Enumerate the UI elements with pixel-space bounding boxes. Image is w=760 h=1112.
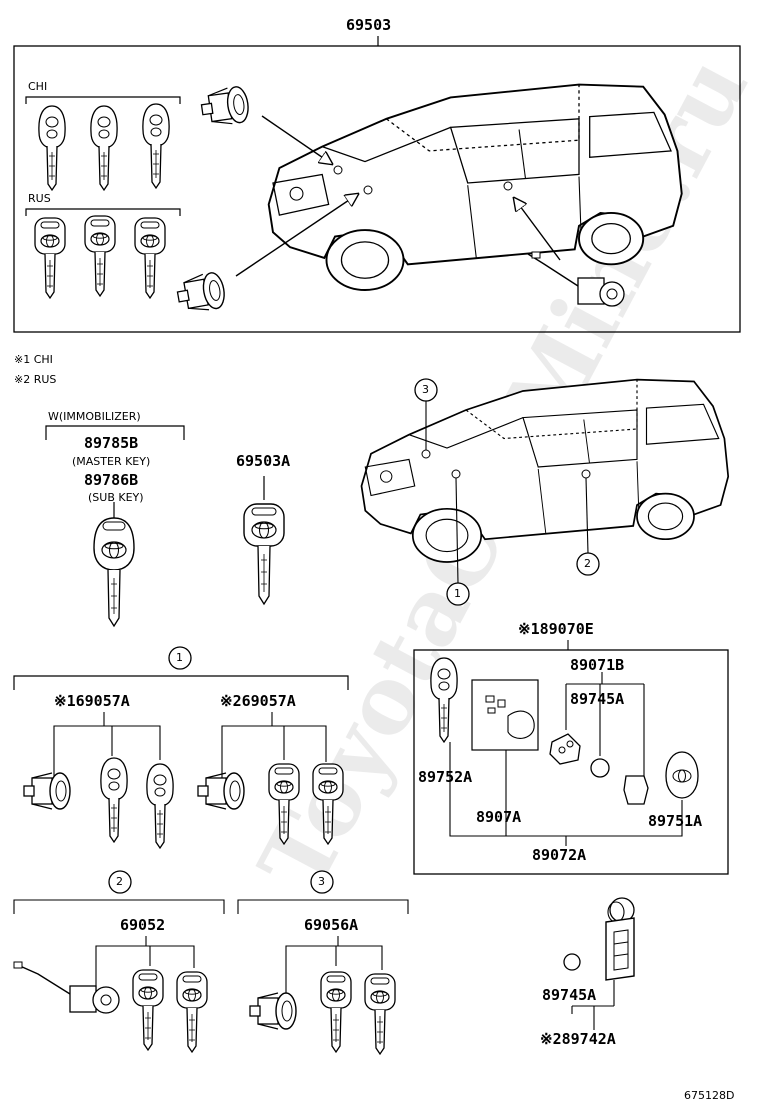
part-number-89745A: 89745A (570, 690, 625, 708)
part-number-89070E: ※189070E (518, 620, 594, 638)
chi-label: CHI (28, 80, 48, 93)
note-1: ※1 CHI (14, 353, 53, 366)
part-number-69057A-rus: ※269057A (220, 692, 296, 710)
part-number-89745A-rus: 89745A (542, 986, 597, 1004)
callout-2-vehicle: 2 (584, 557, 591, 570)
callout-1-vehicle: 1 (454, 587, 461, 600)
part-number-69503A: 69503A (236, 452, 291, 470)
part-number-89072A: 89072A (532, 846, 587, 864)
part-number-69056A: 69056A (304, 916, 359, 934)
group-3-number: 3 (318, 875, 325, 888)
figure-code: 675128D (684, 1089, 735, 1102)
immobilizer-title: W(IMMOBILIZER) (48, 410, 141, 423)
part-number-89071B: 89071B (570, 656, 625, 674)
part-number-89742A: ※289742A (540, 1030, 616, 1048)
part-number-89752A: 89752A (418, 768, 473, 786)
part-number-8907A: 8907A (476, 808, 522, 826)
part-number-69052: 69052 (120, 916, 166, 934)
part-number-89751A: 89751A (648, 812, 703, 830)
sub-key-label: (SUB KEY) (88, 491, 144, 504)
group-1-number: 1 (176, 651, 183, 664)
master-key-label: (MASTER KEY) (72, 455, 151, 468)
part-number-69503: 69503 (346, 16, 392, 34)
rus-label: RUS (28, 192, 51, 205)
callout-3-vehicle: 3 (422, 383, 429, 396)
part-number-89786B: 89786B (84, 471, 139, 489)
part-number-69057A-chi: ※169057A (54, 692, 130, 710)
part-number-89785B: 89785B (84, 434, 139, 452)
note-2: ※2 RUS (14, 373, 57, 386)
group-2-number: 2 (116, 875, 123, 888)
